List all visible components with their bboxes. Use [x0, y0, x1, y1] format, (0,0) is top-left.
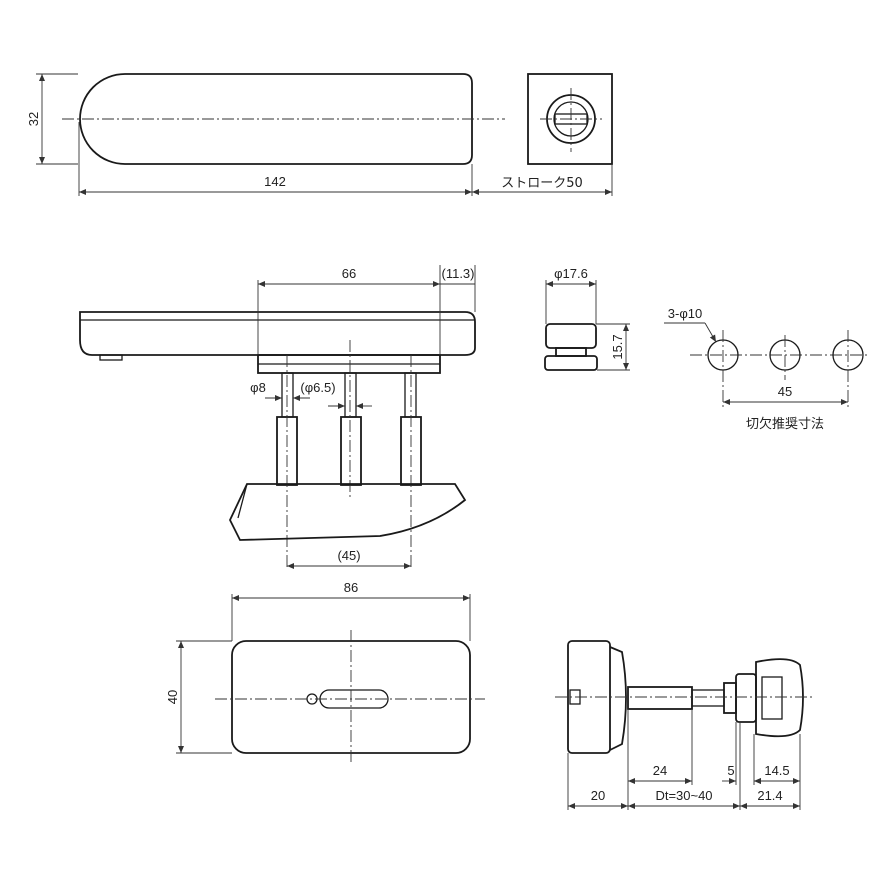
dim-phi17-6: φ17.6	[554, 266, 588, 281]
dim-phi8: φ8	[250, 380, 266, 395]
front-view: 66 (11.3) φ8 (φ6.5) (45)	[79, 265, 476, 570]
dim-40: 40	[165, 690, 180, 704]
dim-20: 20	[591, 788, 605, 803]
plate-view: 86 40	[165, 580, 485, 765]
rod-center	[340, 340, 362, 500]
dim-142: 142	[264, 174, 286, 189]
dim-dt: Dt=30~40	[655, 788, 712, 803]
dim-3-phi10: 3-φ10	[668, 306, 702, 321]
dim-11-3: (11.3)	[442, 266, 475, 281]
dim-86: 86	[344, 580, 358, 595]
dim-14-5: 14.5	[764, 763, 789, 778]
cutout-note: 切欠推奨寸法	[746, 416, 824, 432]
grip-outline	[228, 483, 467, 541]
dim-45-pitch: (45)	[337, 548, 360, 563]
side-view: 24 5 14.5 20 Dt=30~40 21.4	[555, 640, 812, 810]
side-shaft	[627, 686, 693, 710]
dim-stroke: ストローク50	[501, 176, 583, 191]
hole-pattern: 3-φ10 45 切欠推奨寸法	[664, 306, 870, 432]
top-view: 32 142 ストローク50	[26, 73, 613, 196]
knob-detail: φ17.6 15.7	[544, 266, 630, 371]
dim-24: 24	[653, 763, 667, 778]
rod-right	[400, 355, 422, 570]
knob-body	[545, 323, 597, 349]
dim-21-4: 21.4	[757, 788, 782, 803]
lock-plate-top	[527, 73, 613, 165]
dim-5: 5	[727, 763, 734, 778]
dim-phi6-5: (φ6.5)	[300, 380, 335, 395]
dim-66: 66	[342, 266, 356, 281]
handle-top-outline	[79, 73, 473, 165]
dim-15-7: 15.7	[610, 334, 625, 359]
dim-32: 32	[26, 112, 41, 126]
dim-45-holes: 45	[778, 384, 792, 399]
handle-side-outline	[79, 311, 476, 356]
side-knob	[755, 658, 804, 738]
